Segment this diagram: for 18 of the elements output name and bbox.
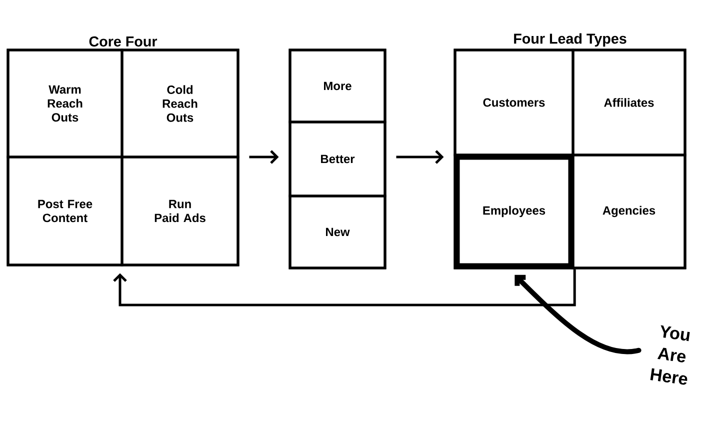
- grid-heading: Four Lead Types: [514, 33, 626, 47]
- grid-cell: Cold Reach Outs: [120, 48, 240, 158]
- arrow: [396, 150, 444, 164]
- grid-cell: New: [288, 194, 386, 270]
- grid-cell: Customers: [454, 48, 574, 156]
- grid-cell: Affiliates: [572, 48, 686, 156]
- arrow: [514, 274, 642, 354]
- annotation-text: You Are Here: [650, 325, 690, 385]
- grid-cell: Agencies: [572, 154, 686, 270]
- grid-cell: Post Free Content: [6, 156, 124, 266]
- grid-cell: Warm Reach Outs: [6, 48, 124, 158]
- grid-cell: Run Paid Ads: [120, 156, 240, 266]
- grid-cell: Better: [288, 120, 386, 198]
- arrow: [249, 150, 279, 164]
- arrow: [113, 269, 576, 306]
- grid-heading: Core Four: [89, 36, 158, 47]
- grid-cell: Employees: [454, 154, 574, 270]
- grid-cell: More: [288, 48, 386, 124]
